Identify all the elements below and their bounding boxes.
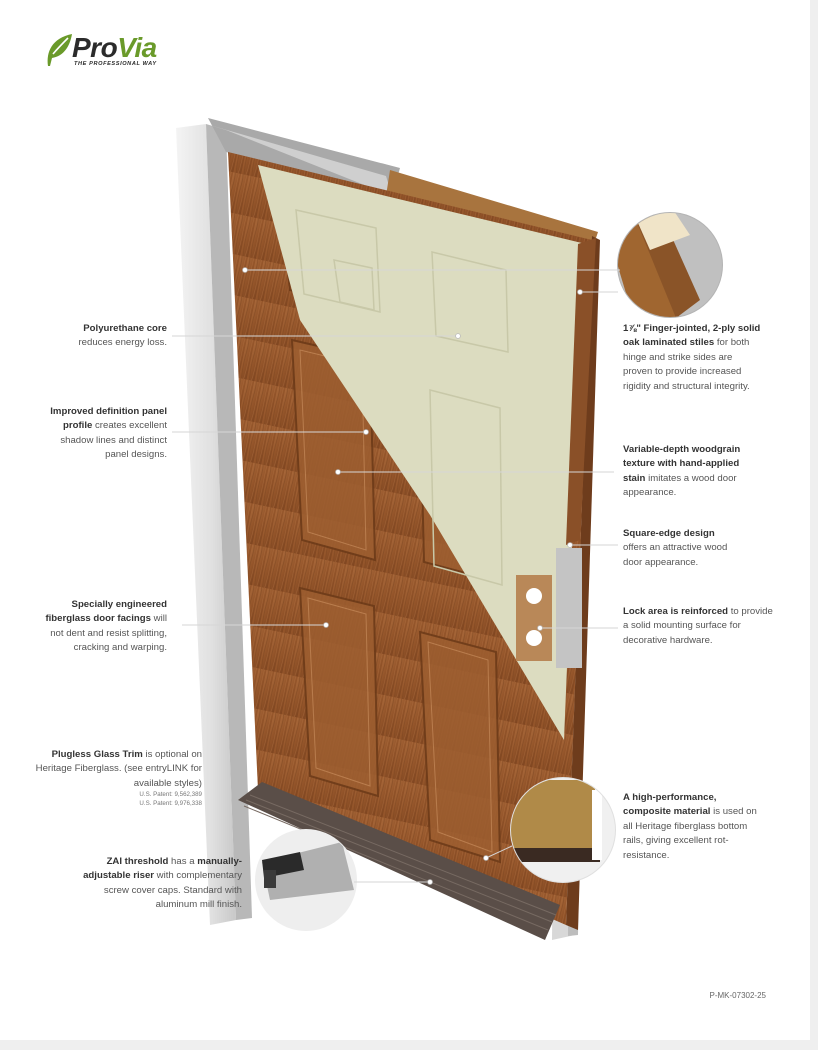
callout-woodgrain-texture: Variable-depth woodgrain texture with ha… <box>623 444 741 499</box>
callout-composite-material: A high-performance, composite material i… <box>623 792 757 861</box>
callout-zai-threshold: ZAI threshold has a manually-adjustable … <box>83 856 242 911</box>
callout-plugless-glass-trim: Plugless Glass Trim is optional on Herit… <box>35 749 202 807</box>
lock-block <box>516 575 552 661</box>
document-code: P-MK-07302-25 <box>709 991 766 1000</box>
callout-laminated-stiles: 1⅞" Finger-jointed, 2-ply solid oak lami… <box>623 323 761 392</box>
logo-tagline: THE PROFESSIONAL WAY <box>74 61 157 67</box>
left-door-jamb <box>176 124 236 925</box>
stile-detail-circle <box>617 212 723 318</box>
leader-dots <box>242 267 583 885</box>
leaf-logo-icon <box>47 34 72 66</box>
patent-number-2: U.S. Patent: 9,976,338 <box>139 799 202 807</box>
composite-detail-circle <box>510 777 616 883</box>
threshold-detail-circle <box>255 829 357 931</box>
logo-wordmark: ProVia <box>72 32 157 63</box>
patent-number-1: U.S. Patent: 9,562,389 <box>139 791 202 799</box>
polyurethane-core-cutaway <box>258 165 586 740</box>
callout-panel-profile: Improved definition panel profile create… <box>50 406 167 461</box>
callout-fiberglass-facings: Specially engineered fiberglass door fac… <box>45 599 167 654</box>
callout-lock-area: Lock area is reinforced to provide a sol… <box>623 606 773 646</box>
callout-square-edge: Square-edge design offers an attractive … <box>623 528 728 568</box>
leader-lines <box>172 269 620 883</box>
provia-logo: ProVia THE PROFESSIONAL WAY <box>44 32 184 72</box>
